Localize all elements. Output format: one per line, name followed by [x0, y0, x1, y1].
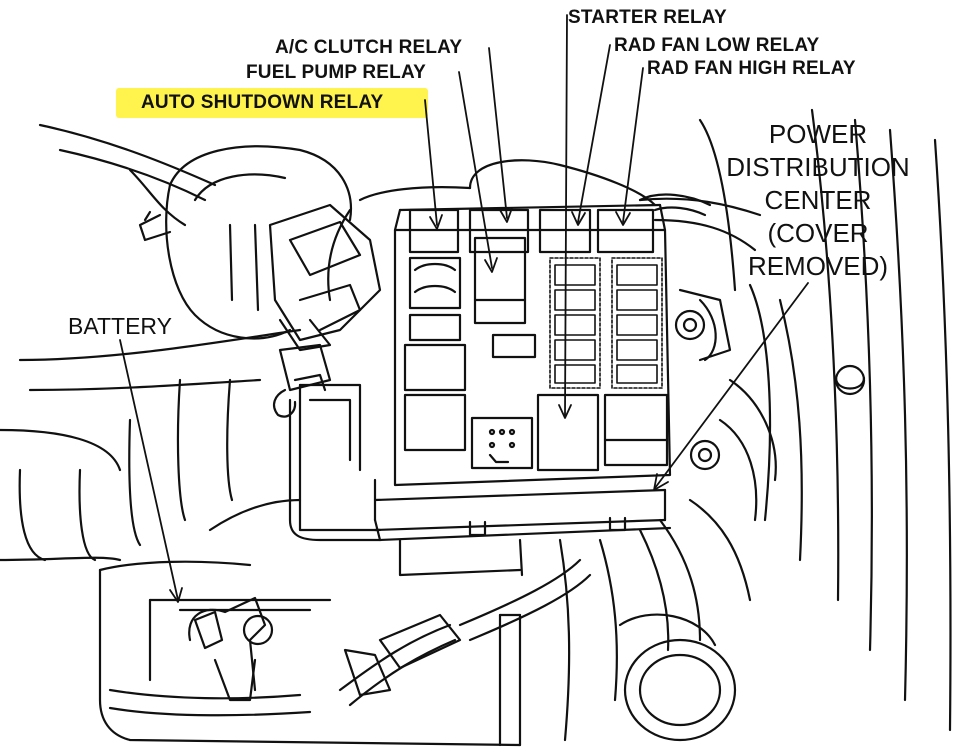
fuel-pump-relay-label: FUEL PUMP RELAY — [246, 62, 427, 83]
power-distribution-center-label: POWER DISTRIBUTION CENTER (COVER REMOVED… — [718, 118, 918, 283]
battery-label: BATTERY — [68, 313, 172, 339]
power-distribution-center — [288, 159, 712, 577]
vacuum-canister-drawing — [138, 145, 382, 418]
starter-relay-label: STARTER RELAY — [568, 7, 727, 28]
rad-fan-low-relay-label: RAD FAN LOW RELAY — [614, 35, 820, 56]
ac-clutch-relay-label: A/C CLUTCH RELAY — [275, 37, 463, 58]
engine-bay-contours — [0, 108, 952, 742]
pdc-label-line-3: CENTER — [764, 185, 872, 215]
leader-arrows — [119, 14, 809, 603]
pdc-label-line-1: POWER — [768, 119, 868, 149]
battery-drawing — [98, 558, 737, 747]
rad-fan-high-relay-label: RAD FAN HIGH RELAY — [647, 58, 856, 79]
auto-shutdown-relay-label: AUTO SHUTDOWN RELAY — [141, 92, 384, 113]
highlight-marker — [116, 88, 428, 118]
pdc-label-line-2: DISTRIBUTION — [726, 152, 910, 182]
pdc-label-line-5: REMOVED) — [747, 251, 889, 281]
pdc-label-line-4: (COVER — [767, 218, 869, 248]
